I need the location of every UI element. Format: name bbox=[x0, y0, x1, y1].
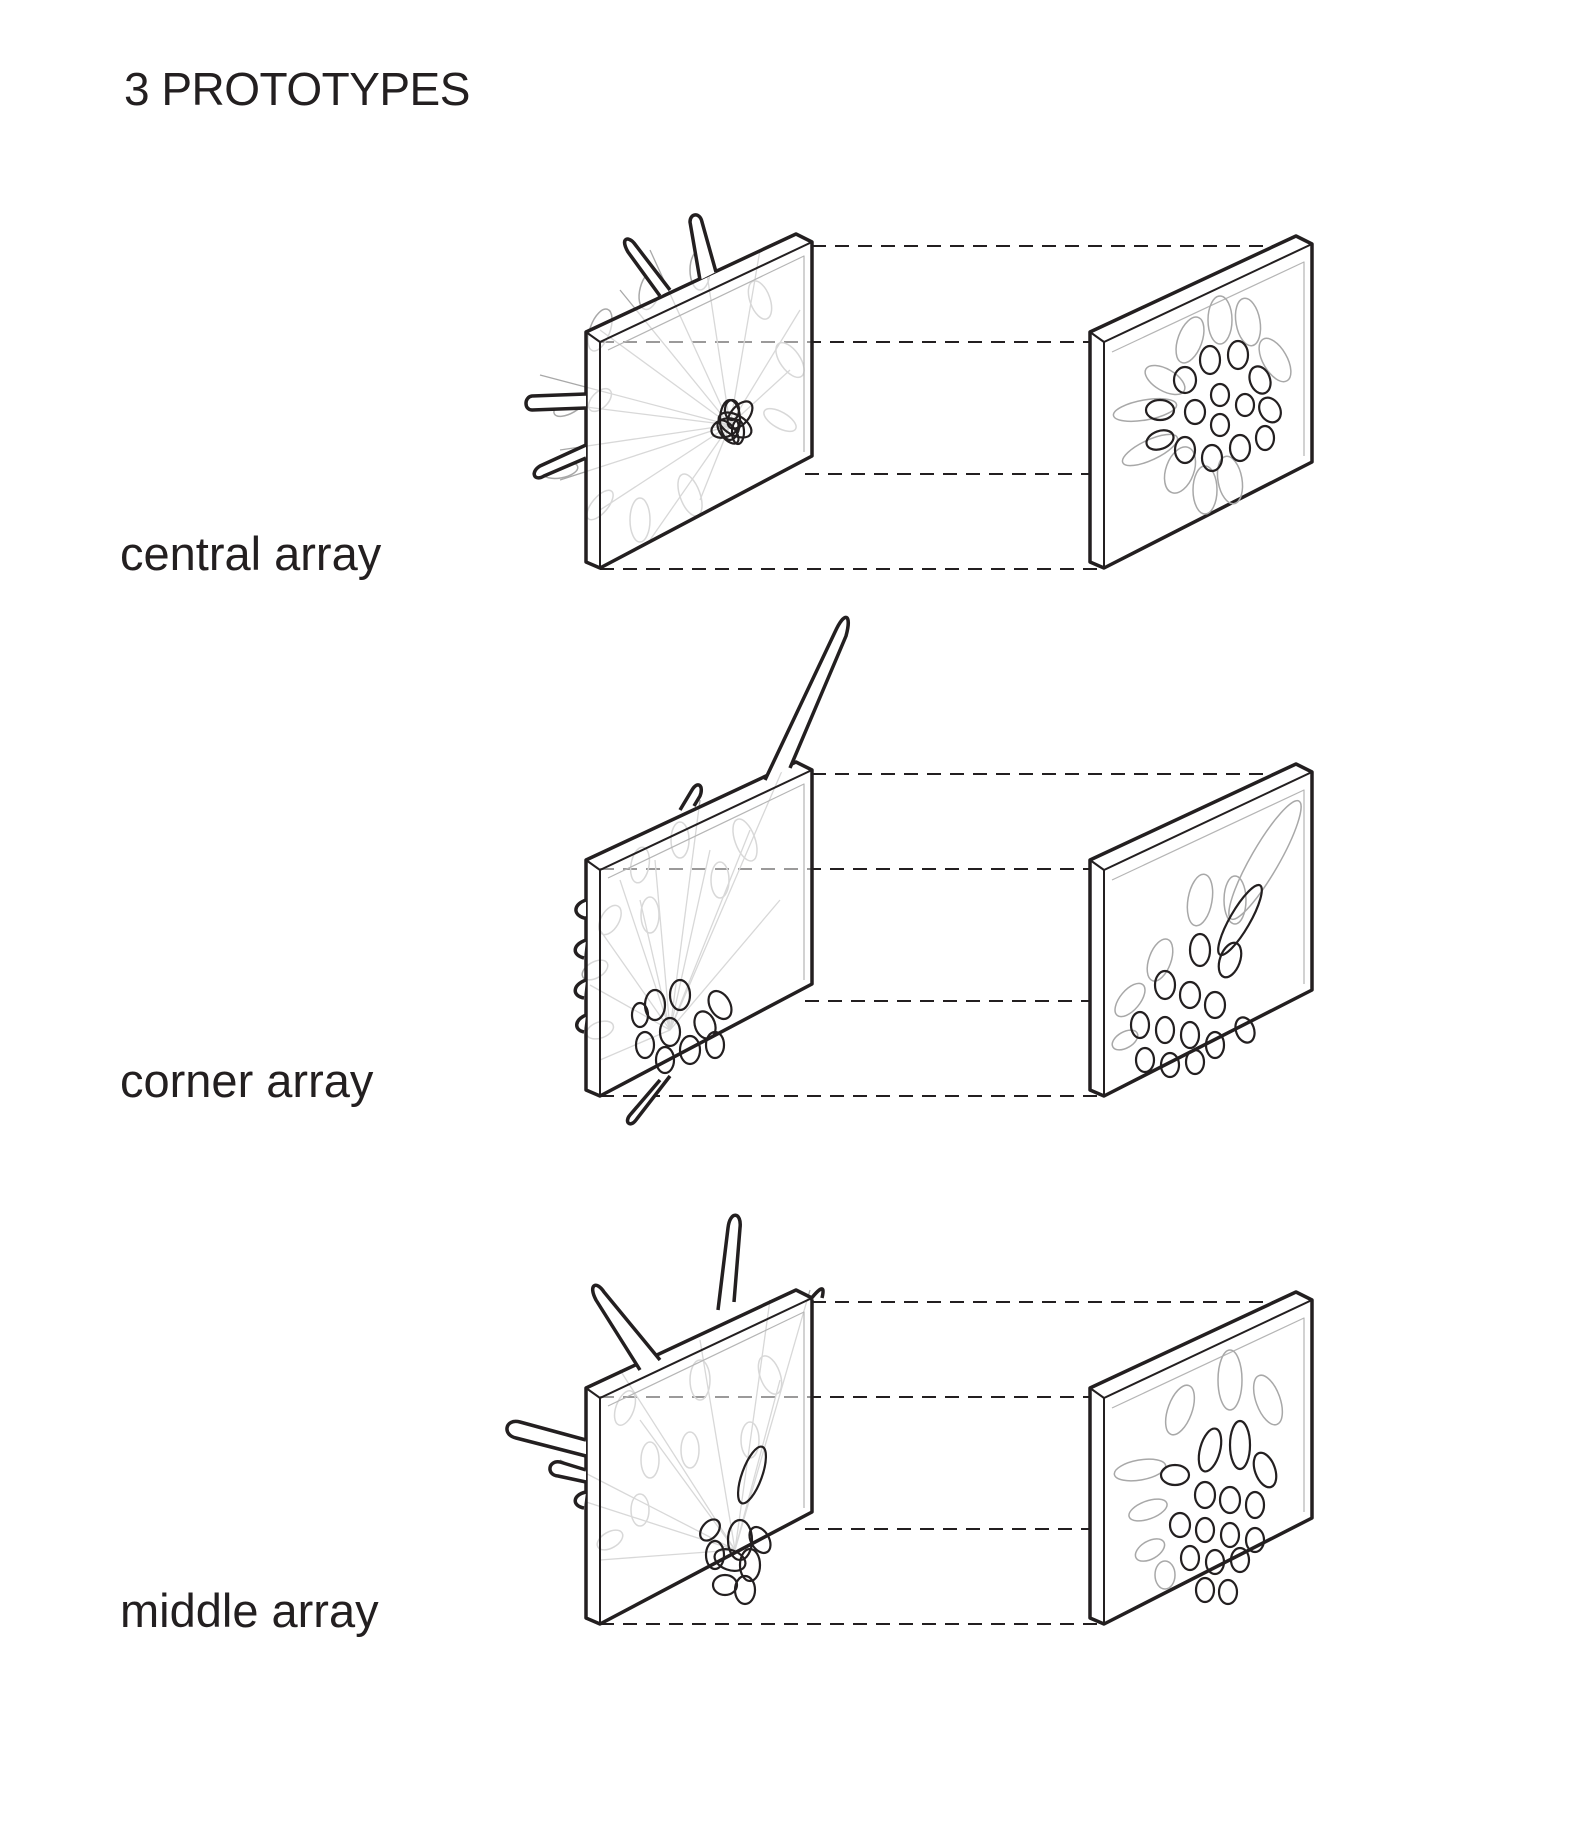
page-title: 3 PROTOTYPES bbox=[124, 63, 470, 115]
result-ellipses bbox=[1129, 883, 1263, 1079]
prototype-middle bbox=[505, 1213, 1314, 1626]
prototype-central bbox=[524, 213, 1314, 570]
result-ghost-ellipses bbox=[1113, 1349, 1284, 1590]
result-panel bbox=[1088, 1290, 1314, 1626]
cluster-ellipses bbox=[699, 1445, 772, 1606]
prototype-corner bbox=[573, 615, 1314, 1126]
source-panel bbox=[584, 232, 814, 570]
prototype-label-corner: corner array bbox=[120, 1054, 374, 1107]
cluster-ellipses bbox=[630, 978, 733, 1075]
source-panel bbox=[584, 760, 814, 1098]
finger-tubes bbox=[505, 1213, 825, 1510]
cluster-ellipses bbox=[710, 398, 754, 446]
result-panel bbox=[1088, 762, 1314, 1098]
result-ghost-ellipses bbox=[1112, 295, 1292, 515]
result-ghost-ellipses bbox=[1111, 799, 1302, 1051]
prototype-label-middle: middle array bbox=[120, 1584, 379, 1637]
source-panel bbox=[584, 1288, 814, 1626]
finger-tubes bbox=[524, 213, 718, 480]
finger-tubes bbox=[573, 615, 850, 1126]
prototype-label-central: central array bbox=[120, 527, 382, 580]
result-ellipses bbox=[1159, 1419, 1278, 1606]
result-ellipses bbox=[1144, 339, 1282, 473]
